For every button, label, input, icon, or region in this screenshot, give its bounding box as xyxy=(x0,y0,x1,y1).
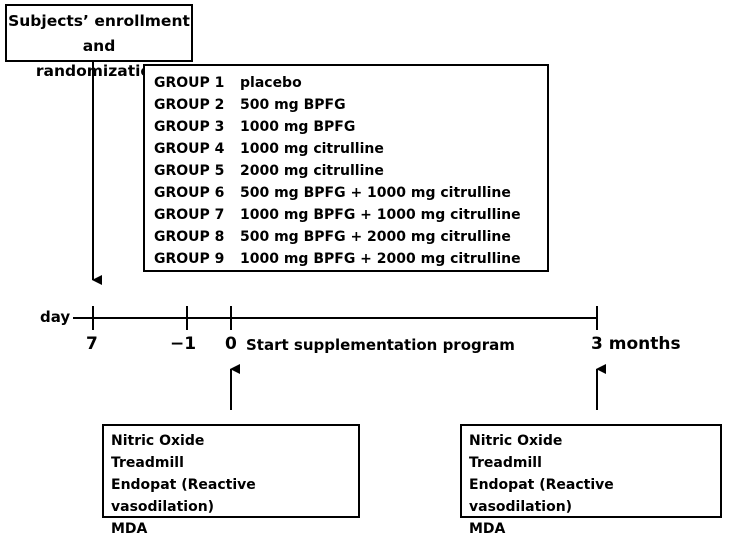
end-measurements-box: Nitric Oxide Treadmill Endopat (Reactive… xyxy=(460,424,722,537)
group-name: GROUP 1 xyxy=(154,75,225,91)
group-row: GROUP 3 1000 mg BPFG xyxy=(154,116,547,138)
group-row: GROUP 4 1000 mg citrulline xyxy=(154,138,547,160)
tick-label-7: 7 xyxy=(86,334,98,354)
group-treatment: 1000 mg BPFG xyxy=(240,119,356,135)
start-supplementation-label: Start supplementation program xyxy=(246,336,515,354)
group-row: GROUP 2 500 mg BPFG xyxy=(154,94,547,116)
group-treatment: 500 mg BPFG xyxy=(240,97,346,113)
group-row: GROUP 5 2000 mg citrulline xyxy=(154,160,547,182)
group-row: GROUP 7 1000 mg BPFG + 1000 mg citrulline xyxy=(154,204,547,226)
group-treatment: placebo xyxy=(240,75,302,91)
group-name: GROUP 7 xyxy=(154,207,225,223)
group-name: GROUP 5 xyxy=(154,163,225,179)
enrollment-line2: randomization xyxy=(35,62,163,80)
group-row: GROUP 8 500 mg BPFG + 2000 mg citrulline xyxy=(154,226,547,248)
group-name: GROUP 8 xyxy=(154,229,225,245)
group-name: GROUP 2 xyxy=(154,97,225,113)
measurement-item: Endopat (Reactive vasodilation) xyxy=(469,477,614,515)
tick-label-minus1: −1 xyxy=(170,334,197,354)
enrollment-box: Subjects’ enrollment and randomization xyxy=(5,4,193,80)
group-treatment: 1000 mg BPFG + 1000 mg citrulline xyxy=(240,207,521,223)
group-row: GROUP 9 1000 mg BPFG + 2000 mg citrulline xyxy=(154,248,547,270)
group-name: GROUP 6 xyxy=(154,185,225,201)
tick-label-3-months: 3 months xyxy=(591,334,681,354)
group-treatment: 1000 mg BPFG + 2000 mg citrulline xyxy=(240,251,521,267)
measurement-item: Treadmill xyxy=(469,455,542,471)
measurement-item: MDA xyxy=(469,521,506,537)
group-name: GROUP 3 xyxy=(154,119,225,135)
measurement-item: Endopat (Reactive vasodilation) xyxy=(111,477,256,515)
measurement-item: Nitric Oxide xyxy=(111,433,205,449)
timeline-axis-label: day xyxy=(40,308,71,326)
group-treatment: 1000 mg citrulline xyxy=(240,141,384,157)
groups-box: GROUP 1 placebo GROUP 2 500 mg BPFG GROUP … xyxy=(143,64,549,272)
diagram-lines xyxy=(73,62,606,410)
enrollment-line1: Subjects’ enrollment and xyxy=(8,12,190,55)
baseline-measurements-box: Nitric Oxide Treadmill Endopat (Reactive… xyxy=(102,424,360,537)
group-row: GROUP 1 placebo xyxy=(154,72,547,94)
measurement-item: Nitric Oxide xyxy=(469,433,563,449)
measurement-item: Treadmill xyxy=(111,455,184,471)
group-row: GROUP 6 500 mg BPFG + 1000 mg citrulline xyxy=(154,182,547,204)
tick-label-0: 0 xyxy=(225,334,237,354)
group-treatment: 500 mg BPFG + 1000 mg citrulline xyxy=(240,185,511,201)
group-name: GROUP 9 xyxy=(154,251,225,267)
group-name: GROUP 4 xyxy=(154,141,225,157)
group-treatment: 500 mg BPFG + 2000 mg citrulline xyxy=(240,229,511,245)
measurement-item: MDA xyxy=(111,521,148,537)
group-treatment: 2000 mg citrulline xyxy=(240,163,384,179)
